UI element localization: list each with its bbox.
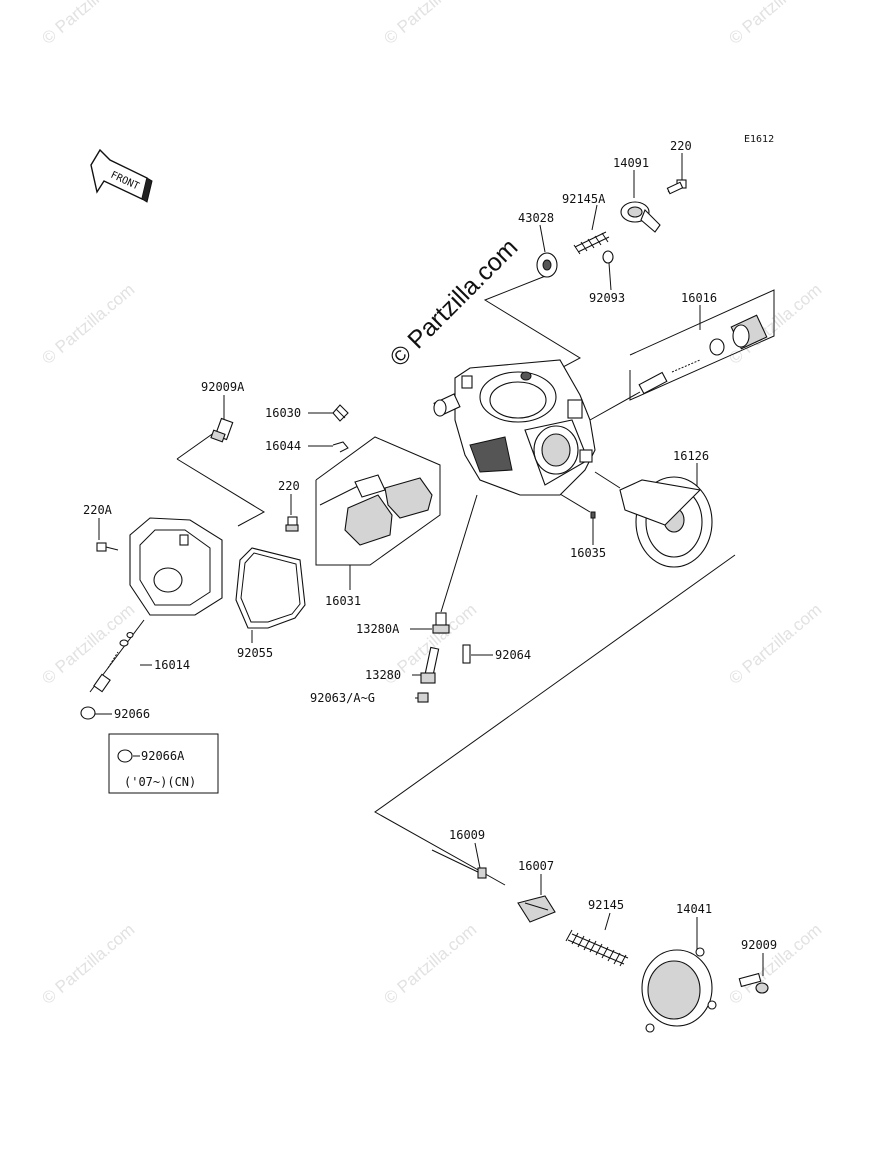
clip-16044-icon (332, 441, 349, 453)
screw-92009-icon (738, 972, 769, 994)
vacuum-piston-16126-icon (619, 476, 713, 568)
float-chamber-icon (129, 517, 223, 616)
screw-92009A-icon (210, 417, 234, 443)
pilot-jet-92064-icon (462, 644, 471, 664)
oring-92093-icon (602, 250, 614, 264)
part-label-13280[interactable]: 13280 (365, 668, 401, 682)
float-16031-icon (319, 474, 433, 546)
jet-needle-16035-icon (590, 511, 596, 519)
part-label-92145[interactable]: 92145 (588, 898, 624, 912)
part-note-92066A: ('07~)(CN) (124, 775, 196, 789)
part-label-92009[interactable]: 92009 (741, 938, 777, 952)
needle-jet-holder-13280A-icon (432, 612, 450, 634)
part-label-16007[interactable]: 16007 (518, 859, 554, 873)
diagram-code: E1612 (744, 134, 774, 145)
holder-16007-icon (517, 895, 556, 923)
part-label-16030[interactable]: 16030 (265, 406, 301, 420)
part-label-16044[interactable]: 16044 (265, 439, 301, 453)
part-label-13280A[interactable]: 13280A (356, 622, 400, 636)
float-valve-16030-icon (332, 404, 349, 422)
starter-plunger-16016-icon (638, 314, 768, 395)
part-label-92055[interactable]: 92055 (237, 646, 273, 660)
watermark: © Partzilla.com (38, 280, 138, 368)
part-label-16031[interactable]: 16031 (325, 594, 361, 608)
part-label-14041[interactable]: 14041 (676, 902, 712, 916)
part-label-43028[interactable]: 43028 (518, 211, 554, 225)
screw-220-top-icon (666, 179, 687, 195)
part-label-16009[interactable]: 16009 (449, 828, 485, 842)
part-label-92063[interactable]: 92063/A~G (310, 691, 375, 705)
top-cover-14041-icon (641, 947, 717, 1033)
main-jet-92063-icon (417, 692, 429, 703)
needle-16009-icon (431, 849, 487, 879)
gasket-92055-icon (235, 547, 306, 629)
part-label-16126[interactable]: 16126 (673, 449, 709, 463)
watermark: © Partzilla.com (380, 0, 480, 48)
part-labels: 220 14091 92145A 43028 92093 16016 92009… (83, 139, 777, 952)
cap-14091-icon (620, 201, 661, 233)
watermark: © Partzilla.com (725, 0, 825, 48)
watermark: © Partzilla.com (380, 920, 480, 1008)
part-label-220-top[interactable]: 220 (670, 139, 692, 153)
part-label-220[interactable]: 220 (278, 479, 300, 493)
pilot-screw-16014-icon (93, 631, 134, 693)
plug-92066-icon (80, 706, 96, 720)
watermark: © Partzilla.com (725, 600, 825, 688)
part-label-92066[interactable]: 92066 (114, 707, 150, 721)
watermark: © Partzilla.com (38, 0, 138, 48)
watermark: © Partzilla.com (38, 920, 138, 1008)
part-label-16035[interactable]: 16035 (570, 546, 606, 560)
front-arrow-icon: FRONT (90, 148, 153, 203)
watermark: © Partzilla.com (725, 920, 825, 1008)
part-label-92093[interactable]: 92093 (589, 291, 625, 305)
part-label-92066A[interactable]: 92066A (141, 749, 185, 763)
92066A-inset-box: 92066A ('07~)(CN) (108, 733, 219, 794)
diaphragm-43028-icon (536, 252, 558, 278)
part-label-16016[interactable]: 16016 (681, 291, 717, 305)
center-watermark: © Partzilla.com (384, 233, 523, 372)
part-label-16014[interactable]: 16014 (154, 658, 190, 672)
part-label-92009A[interactable]: 92009A (201, 380, 245, 394)
part-label-92145A[interactable]: 92145A (562, 192, 606, 206)
spring-92145A-icon (573, 231, 610, 255)
jet-13280-icon (420, 646, 440, 684)
screw-220-icon (285, 516, 299, 532)
spring-92145-icon (565, 929, 629, 967)
carburetor-body-icon (433, 359, 596, 496)
screw-220A-icon (96, 542, 119, 552)
part-label-92064[interactable]: 92064 (495, 648, 531, 662)
part-label-220A[interactable]: 220A (83, 503, 113, 517)
part-label-14091[interactable]: 14091 (613, 156, 649, 170)
